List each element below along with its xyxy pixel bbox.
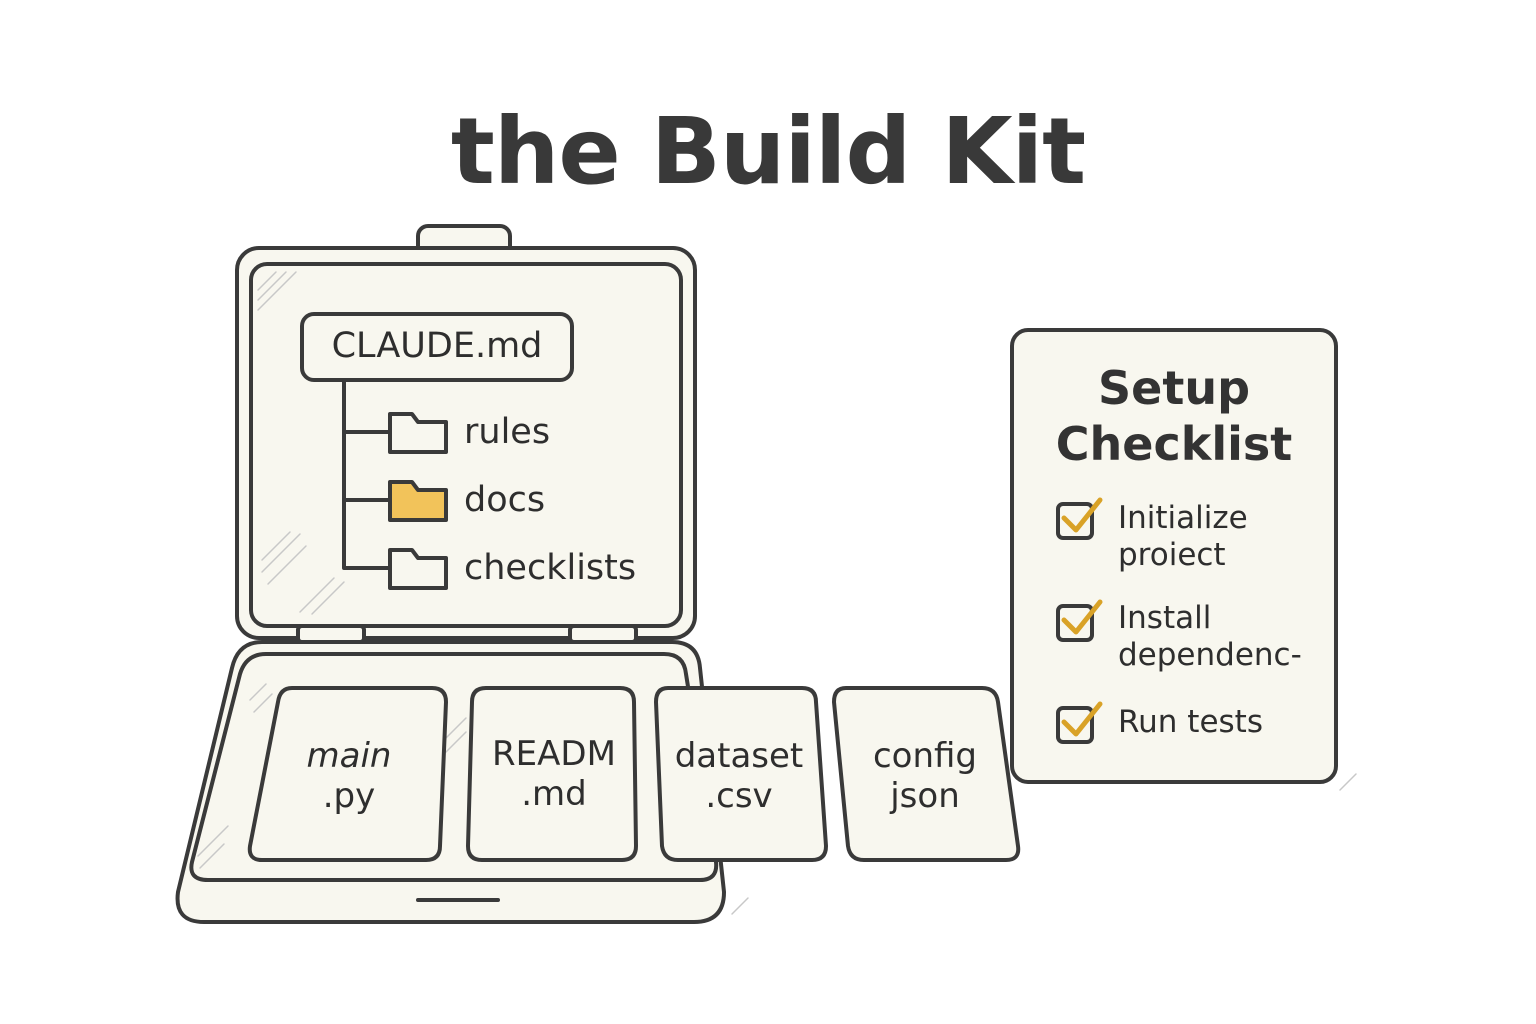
check-mark-icon <box>1061 599 1103 635</box>
claude-md-box <box>300 312 574 382</box>
checkbox <box>1056 604 1094 642</box>
checklist-title: Setup Checklist <box>1055 361 1293 471</box>
folder-icon <box>388 480 448 522</box>
file-card-dataset-text: dataset .csv <box>658 736 820 816</box>
file-name: dataset <box>674 736 804 776</box>
tree-item-docs: docs <box>464 480 546 520</box>
file-card-main-py-text: main .py <box>266 736 432 816</box>
checklist-item-initialize: Initialize proiect <box>1118 500 1248 573</box>
screen-hatching <box>257 271 345 615</box>
file-card-readme <box>466 686 638 862</box>
tree-item-checklists: checklists <box>464 548 637 588</box>
folder-icon <box>388 412 448 454</box>
file-name: config <box>872 736 978 776</box>
folder-icon <box>388 548 448 590</box>
check-mark-icon <box>1061 701 1103 737</box>
file-card-readme-text: READM .md <box>472 734 636 814</box>
checkbox <box>1056 502 1094 540</box>
file-extension: .csv <box>705 776 773 816</box>
tree-item-rules: rules <box>464 412 551 452</box>
claude-md-label: CLAUDE.md <box>331 326 543 366</box>
file-extension: .md <box>521 774 587 814</box>
base-hatching <box>197 683 1357 915</box>
page-title: the Build Kit <box>450 98 1086 205</box>
setup-checklist-panel <box>1010 328 1338 784</box>
check-mark-icon <box>1061 497 1103 533</box>
file-card-dataset <box>654 686 828 862</box>
file-card-config-text: config json <box>842 736 1008 816</box>
file-extension: json <box>890 776 960 816</box>
tree-connector <box>342 378 392 570</box>
file-card-main-py <box>247 686 448 862</box>
checklist-item-install: Install dependenc- <box>1118 600 1302 673</box>
file-card-config <box>832 686 1021 862</box>
file-name: main <box>306 736 392 776</box>
file-extension: .py <box>322 776 376 816</box>
hinge-left <box>296 624 366 644</box>
checklist-item-run-tests: Run tests <box>1118 704 1263 740</box>
file-name: READM <box>492 734 616 774</box>
hinge-right <box>568 624 638 644</box>
checkbox <box>1056 706 1094 744</box>
